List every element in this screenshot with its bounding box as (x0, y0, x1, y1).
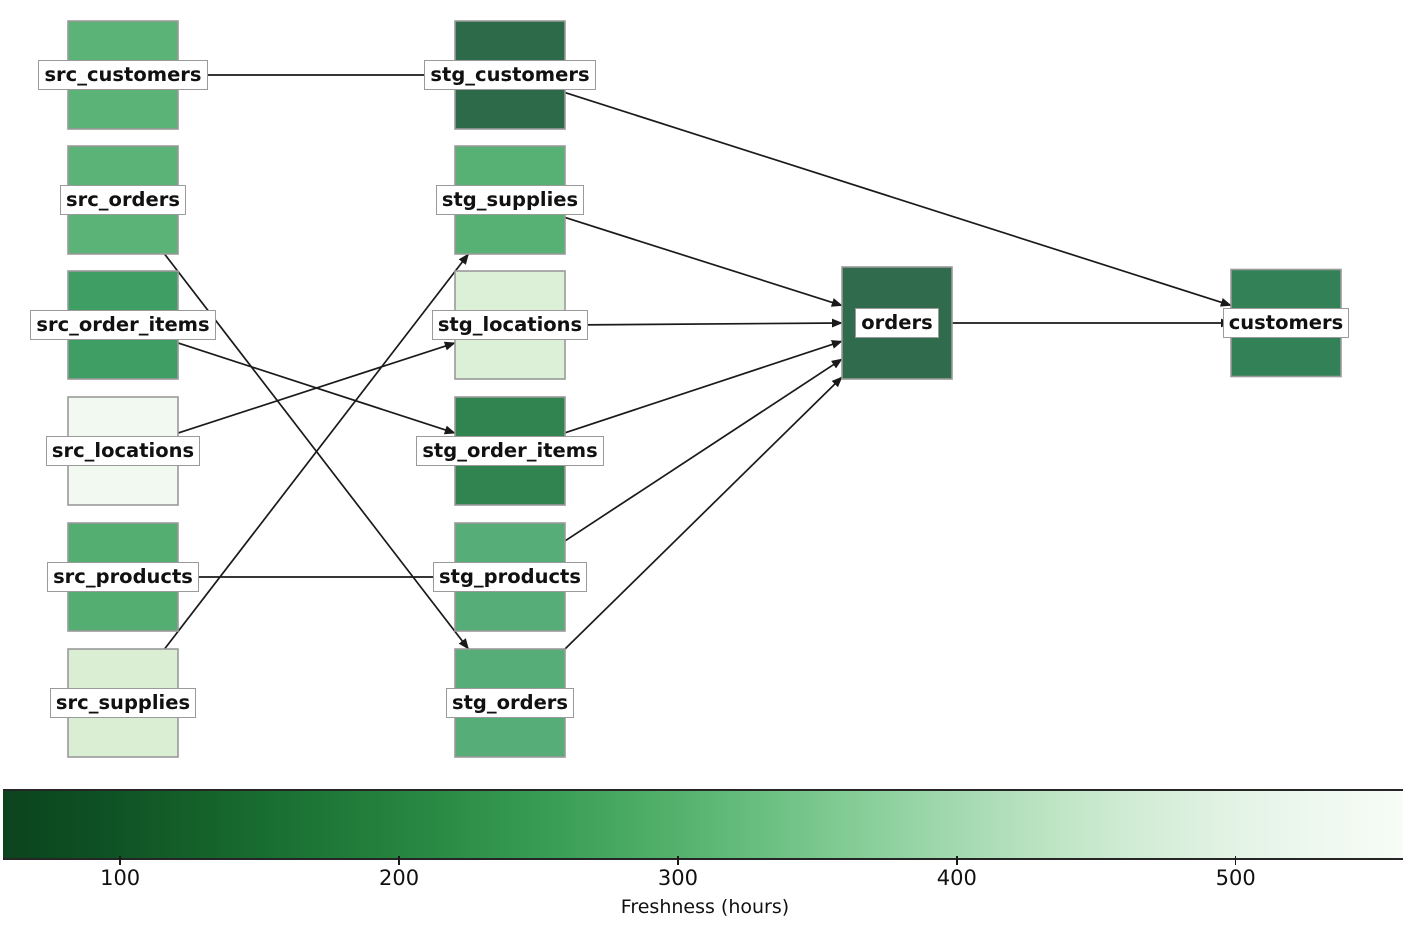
colorbar-tick-label-400: 400 (936, 866, 977, 890)
colorbar-tick-mark-500 (1234, 856, 1237, 865)
edge-stg_order_items-to-orders (564, 340, 843, 434)
node-label-src_order_items: src_order_items (30, 309, 216, 341)
node-label-wrap-stg_supplies: stg_supplies (435, 184, 585, 216)
node-label-wrap-src_orders: src_orders (60, 184, 186, 216)
colorbar-gradient (3, 789, 1403, 860)
colorbar-tick-label-300: 300 (657, 866, 698, 890)
node-label-stg_customers: stg_customers (424, 59, 596, 91)
node-label-wrap-stg_locations: stg_locations (431, 309, 589, 341)
nodes-layer (67, 20, 1342, 758)
node-label-stg_locations: stg_locations (431, 309, 589, 341)
edge-stg_orders-to-orders (564, 376, 843, 650)
colorbar-tick-label-100: 100 (100, 866, 141, 890)
colorbar-tick-mark-300 (677, 856, 679, 865)
edge-stg_supplies-to-orders (564, 216, 843, 307)
node-label-customers: customers (1222, 307, 1350, 339)
node-label-wrap-src_supplies: src_supplies (49, 687, 197, 719)
colorbar (3, 789, 1403, 860)
node-label-src_locations: src_locations (45, 435, 201, 467)
node-label-src_supplies: src_supplies (49, 687, 197, 719)
colorbar-tick-mark-200 (398, 856, 400, 865)
node-label-wrap-src_order_items: src_order_items (30, 309, 216, 341)
node-label-src_customers: src_customers (38, 59, 208, 91)
labels-layer: src_customers src_orders src_order_itemssr… (30, 59, 1350, 719)
node-label-stg_order_items: stg_order_items (416, 435, 604, 467)
edge-src_supplies-to-stg_supplies (163, 253, 470, 650)
colorbar-tick-mark-400 (955, 856, 958, 865)
lineage-graph: src_customers src_orders src_order_itemssr… (30, 20, 1350, 758)
node-label-src_orders: src_orders (60, 184, 186, 216)
edge-stg_products-to-orders (564, 358, 843, 542)
edge-src_locations-to-stg_locations (177, 341, 456, 434)
node-label-orders: orders (855, 307, 939, 339)
node-label-wrap-stg_order_items: stg_order_items (416, 435, 604, 467)
colorbar-ticks: 100 200 300 400 500 (0, 856, 1410, 926)
node-label-wrap-stg_orders: stg_orders (445, 687, 575, 719)
node-label-wrap-stg_products: stg_products (433, 561, 587, 593)
node-label-wrap-stg_customers: stg_customers (424, 59, 596, 91)
node-label-wrap-src_locations: src_locations (45, 435, 201, 467)
node-label-wrap-customers: customers (1222, 307, 1350, 339)
node-label-stg_supplies: stg_supplies (435, 184, 585, 216)
colorbar-tick-mark-100 (119, 856, 121, 865)
colorbar-label: Freshness (hours) (620, 896, 790, 918)
colorbar-tick-label-500: 500 (1215, 866, 1256, 890)
node-label-src_products: src_products (47, 561, 199, 593)
edge-stg_customers-to-customers (564, 91, 1232, 307)
node-label-stg_products: stg_products (433, 561, 587, 593)
node-label-stg_orders: stg_orders (445, 687, 575, 719)
node-label-wrap-src_products: src_products (47, 561, 199, 593)
node-label-wrap-orders: orders (855, 307, 939, 339)
node-label-wrap-src_customers: src_customers (38, 59, 208, 91)
edge-stg_locations-to-orders (564, 318, 843, 328)
colorbar-tick-label-200: 200 (378, 866, 420, 890)
